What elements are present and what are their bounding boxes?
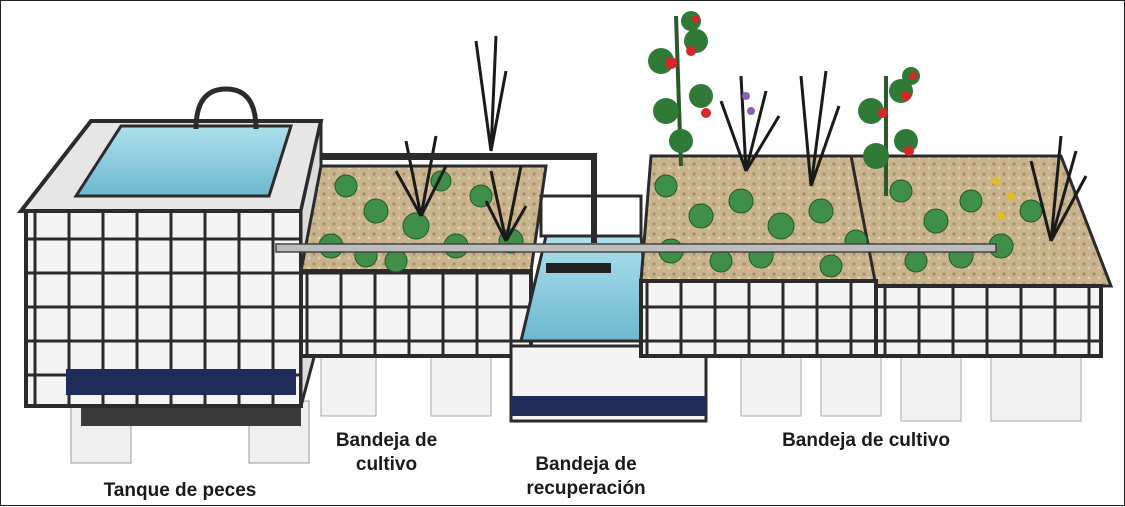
grow-bed-right-label: Bandeja de cultivo bbox=[782, 430, 950, 451]
fish-tank-label: Tanque de peces bbox=[103, 480, 257, 501]
grow-bed-left-block bbox=[430, 355, 492, 417]
flower-plant bbox=[742, 92, 755, 115]
grow-bed-right-block bbox=[820, 350, 882, 417]
recovery-tray-outlet bbox=[546, 263, 611, 273]
fish-tank-water bbox=[73, 124, 294, 198]
grow-bed-left-label-line2: cultivo bbox=[355, 454, 418, 475]
grow-bed-right bbox=[639, 11, 1114, 422]
grow-bed-left-label: Bandeja de cultivo bbox=[319, 429, 454, 477]
grow-bed-right-block bbox=[740, 350, 802, 417]
grow-bed-left bbox=[299, 35, 548, 417]
fish-tank-base-band bbox=[66, 369, 296, 395]
tomato-plant-left bbox=[648, 11, 713, 167]
grow-bed-left-spiky-plants bbox=[394, 35, 528, 242]
recovery-tray-label-line2: recuperación bbox=[526, 478, 646, 499]
recovery-tray bbox=[509, 194, 708, 423]
grow-bed-left-label-line1: Bandeja de bbox=[335, 430, 438, 451]
fish-tank-handle bbox=[193, 86, 259, 130]
grow-bed-right-grass-plants bbox=[719, 70, 1088, 242]
grow-bed-left-block bbox=[320, 355, 377, 417]
tomato-plant-right bbox=[858, 67, 920, 196]
grow-bed-right-gravel-b bbox=[849, 154, 1114, 288]
grow-bed-right-block bbox=[990, 355, 1082, 422]
pepper-plant bbox=[992, 177, 1015, 220]
grow-bed-right-block bbox=[900, 355, 962, 422]
recovery-tray-base-band bbox=[511, 396, 706, 416]
recovery-tray-label-line1: Bandeja de bbox=[535, 454, 637, 475]
fish-tank bbox=[16, 86, 324, 464]
supply-pipe bbox=[275, 153, 997, 253]
recovery-tray-label: Bandeja de recuperación bbox=[501, 453, 671, 501]
